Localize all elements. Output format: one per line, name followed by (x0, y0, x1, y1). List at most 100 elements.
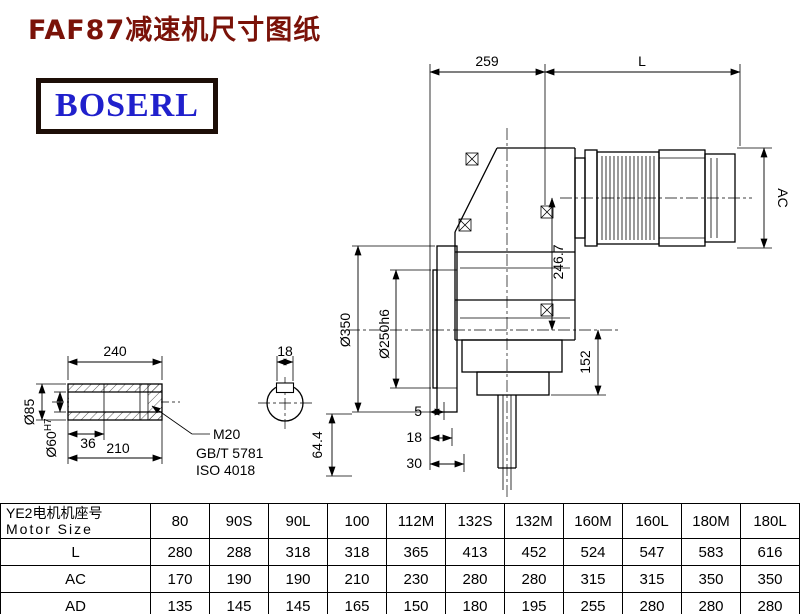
bolt-icon (458, 218, 472, 232)
size-col: 160M (563, 503, 623, 539)
cell: 350 (681, 565, 741, 593)
dim-dia350-label: Ø350 (337, 313, 353, 347)
dim-246-label: 246.7 (550, 244, 566, 279)
cell: 315 (563, 565, 623, 593)
dim-key18-label: 18 (277, 343, 293, 359)
cell: 145 (209, 592, 269, 614)
cell: 190 (268, 565, 328, 593)
cell: 210 (327, 565, 387, 593)
cell: 145 (268, 592, 328, 614)
size-col: 160L (622, 503, 682, 539)
cell: 315 (622, 565, 682, 593)
cell: 280 (622, 592, 682, 614)
row-label: AD (0, 592, 151, 614)
dim-key18: 18 (276, 343, 294, 381)
dim-64: 64.4 (309, 413, 352, 477)
size-col: 80 (150, 503, 210, 539)
table-header-row: YE2电机机座号 Motor Size 80 90S 90L 100 112M … (0, 503, 800, 539)
dim-18-step: 18 (406, 428, 453, 446)
standard-gb-label: GB/T 5781 (196, 445, 264, 461)
dim-246: 246.7 (548, 197, 566, 331)
thread-callout: M20 GB/T 5781 ISO 4018 (151, 405, 264, 478)
dim-dia250-label: Ø250h6 (376, 309, 392, 359)
cell: 190 (209, 565, 269, 593)
size-col: 180L (740, 503, 800, 539)
dim-AC-label: AC (775, 188, 791, 207)
dim-210: 210 (67, 420, 163, 464)
cell: 350 (740, 565, 800, 593)
dim-5: 5 (414, 402, 445, 420)
cell: 288 (209, 538, 269, 566)
centerlines (52, 128, 752, 497)
cell: 280 (740, 592, 800, 614)
cell: 318 (327, 538, 387, 566)
cell: 280 (150, 538, 210, 566)
technical-drawing: 259 L AC Ø350 Ø250h6 246.7 (21, 53, 791, 497)
dim-dia350: Ø350 (337, 245, 435, 413)
cell: 135 (150, 592, 210, 614)
cell: 165 (327, 592, 387, 614)
dim-AC: AC (737, 147, 791, 249)
dim-36: 36 (67, 420, 105, 464)
bolt-icon (465, 152, 479, 166)
dim-18-step-label: 18 (406, 429, 422, 445)
dim-152: 152 (551, 329, 606, 396)
dim-5-label: 5 (414, 403, 422, 419)
shaft-end-view (266, 382, 304, 422)
boserl-logo: BOSERL (36, 78, 218, 134)
bolt-symbols (458, 152, 554, 317)
dim-64-label: 64.4 (309, 431, 325, 458)
cell: 583 (681, 538, 741, 566)
size-col: 90S (209, 503, 269, 539)
row-label: AC (0, 565, 151, 593)
dim-36-label: 36 (80, 435, 96, 451)
dim-dia250: Ø250h6 (376, 269, 431, 389)
size-col: 132M (504, 503, 564, 539)
bolt-icon (540, 205, 554, 219)
cell: 365 (386, 538, 446, 566)
dim-152-label: 152 (577, 350, 593, 374)
table-row-L: L 280 288 318 318 365 413 452 524 547 58… (0, 538, 800, 566)
motor-outline (574, 149, 736, 247)
gearbox-housing (432, 147, 576, 490)
size-col: 132S (445, 503, 505, 539)
dim-L-label: L (638, 53, 646, 69)
shaft-detail (67, 383, 163, 421)
size-col: 112M (386, 503, 446, 539)
cell: 318 (268, 538, 328, 566)
cell: 524 (563, 538, 623, 566)
cell: 452 (504, 538, 564, 566)
cell: 255 (563, 592, 623, 614)
dim-240-label: 240 (103, 343, 127, 359)
size-col: 90L (268, 503, 328, 539)
cell: 230 (386, 565, 446, 593)
size-col: 100 (327, 503, 387, 539)
table-row-AC: AC 170 190 190 210 230 280 280 315 315 3… (0, 565, 800, 593)
dim-dia85: Ø85 (21, 383, 66, 426)
dim-dia60-label: Ø60H7 (43, 418, 59, 458)
dimension-table: YE2电机机座号 Motor Size 80 90S 90L 100 112M … (0, 503, 800, 614)
dim-259-label: 259 (475, 53, 499, 69)
motor-size-header: YE2电机机座号 Motor Size (0, 503, 151, 539)
cell: 170 (150, 565, 210, 593)
dim-210-label: 210 (106, 440, 130, 456)
motor-size-header-cn: YE2电机机座号 (6, 504, 103, 521)
cell: 413 (445, 538, 505, 566)
dim-259: 259 (429, 53, 741, 470)
cell: 280 (445, 565, 505, 593)
logo-text: BOSERL (55, 87, 199, 124)
dim-30-label: 30 (406, 455, 422, 471)
dim-dia60: Ø60H7 (43, 391, 66, 458)
cell: 616 (740, 538, 800, 566)
thread-label: M20 (213, 426, 240, 442)
cell: 280 (504, 565, 564, 593)
dim-dia85-label: Ø85 (21, 399, 37, 426)
cell: 195 (504, 592, 564, 614)
page-title: FAF87减速机尺寸图纸 (28, 15, 322, 46)
cell: 280 (681, 592, 741, 614)
cell: 150 (386, 592, 446, 614)
cell: 180 (445, 592, 505, 614)
dim-30: 30 (406, 454, 465, 472)
row-label: L (0, 538, 151, 566)
